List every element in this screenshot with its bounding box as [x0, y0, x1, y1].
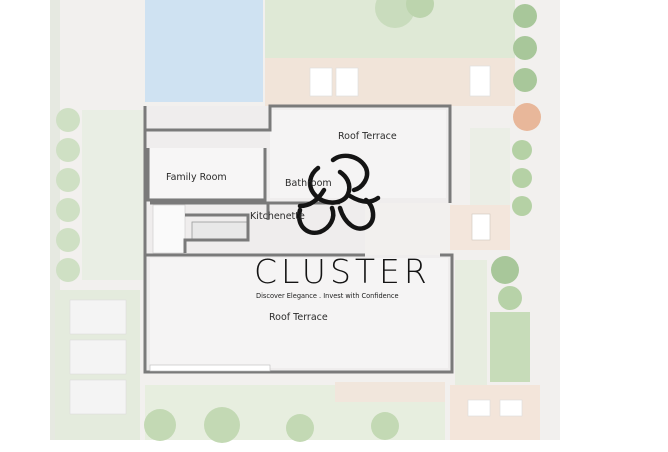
- tree: [513, 36, 537, 60]
- lounger: [469, 65, 491, 97]
- tree: [512, 168, 532, 188]
- room-label-roof-terrace-upper: Roof Terrace: [338, 131, 397, 142]
- hedge: [56, 228, 80, 252]
- lounger: [499, 399, 523, 417]
- wall: [143, 104, 452, 203]
- watermark-tagline: Discover Elegance . Invest with Confiden…: [256, 292, 399, 300]
- tree: [512, 196, 532, 216]
- kitchen-counter: [191, 221, 248, 241]
- room-label-roof-terrace-lower: Roof Terrace: [269, 312, 328, 323]
- room-floor-terrace-upper: [270, 110, 446, 198]
- room-label-bathroom: Bathroom: [285, 178, 332, 189]
- shrub: [286, 414, 314, 442]
- table: [471, 213, 491, 241]
- paving-bottom: [335, 382, 445, 402]
- hedge: [56, 198, 80, 222]
- planter-grid: [490, 312, 530, 382]
- walls: [143, 104, 454, 374]
- shrub: [371, 412, 399, 440]
- tree: [513, 68, 537, 92]
- lounger: [69, 299, 127, 335]
- window-bar: [149, 364, 271, 372]
- lawn-right: [455, 260, 487, 385]
- watermark-brand: CLUSTER: [254, 252, 431, 291]
- tree: [513, 4, 537, 28]
- lounger: [467, 399, 491, 417]
- lounger: [69, 379, 127, 415]
- hedge: [56, 258, 80, 282]
- shrub: [406, 0, 434, 18]
- pool: [145, 0, 263, 102]
- lounger: [309, 67, 333, 97]
- shrub: [204, 407, 240, 443]
- shrub: [144, 409, 176, 441]
- lounger: [335, 67, 359, 97]
- hedge: [56, 108, 80, 132]
- room-floor-terrace-lower: [150, 258, 448, 368]
- tree: [512, 140, 532, 160]
- lounger: [69, 339, 127, 375]
- wall: [183, 213, 250, 253]
- room-floor-family: [150, 148, 265, 198]
- room-label-family-room: Family Room: [166, 172, 227, 183]
- tree: [513, 103, 541, 131]
- wall: [146, 148, 267, 202]
- hedge: [56, 168, 80, 192]
- shrub: [498, 286, 522, 310]
- stair: [152, 204, 186, 254]
- lawn-left: [82, 110, 144, 280]
- shrub: [375, 0, 415, 28]
- side-path: [50, 0, 60, 440]
- room-label-kitchenette: Kitchenette: [250, 211, 305, 222]
- wall: [143, 253, 454, 374]
- bottom-terrace: [450, 385, 540, 440]
- shrub: [491, 256, 519, 284]
- hedge: [56, 138, 80, 162]
- cluster-logo-icon: [296, 153, 381, 236]
- stepping-path: [470, 128, 510, 208]
